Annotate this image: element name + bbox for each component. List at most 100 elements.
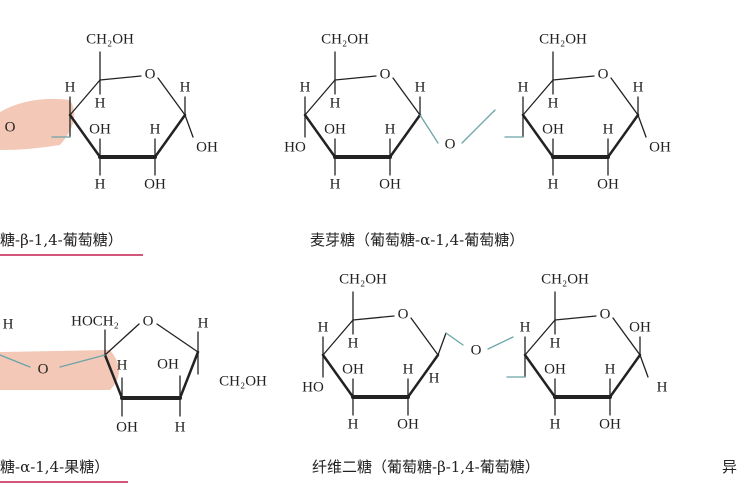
atom-label-o: O xyxy=(600,306,611,322)
bond xyxy=(554,315,597,321)
bond xyxy=(178,350,200,400)
atom-label-o: O xyxy=(445,136,456,152)
caption-underline xyxy=(0,254,143,256)
atom-label-oh: OH xyxy=(544,361,566,377)
bond xyxy=(552,75,595,81)
atom-label-o: O xyxy=(5,119,16,135)
atom-label-h: H xyxy=(117,357,128,373)
atom-label-ch2oh: CH₂OH xyxy=(86,31,134,47)
atom-label-o: O xyxy=(145,66,156,82)
bond xyxy=(419,114,439,144)
bond xyxy=(69,79,101,116)
atom-label-h: H xyxy=(605,361,616,377)
bond xyxy=(437,332,447,356)
atom-label-h: H xyxy=(415,79,426,95)
bond xyxy=(303,113,337,159)
atom-label-h: H xyxy=(348,416,359,432)
atom-label-oh: OH xyxy=(196,139,218,155)
bond xyxy=(156,323,199,353)
atom-label-ch2oh: CH₂OH xyxy=(541,271,589,287)
caption-underline xyxy=(0,481,128,483)
atom-label-oh: OH xyxy=(379,176,401,192)
bond xyxy=(153,113,187,159)
bond xyxy=(639,354,649,378)
bond xyxy=(59,354,106,368)
atom-label-h: H xyxy=(548,176,559,192)
atom-label-ho: HO xyxy=(302,379,324,395)
caption-top-left: 糖-β-1,4-葡萄糖） xyxy=(0,231,123,249)
atom-label-ch2oh: CH₂OH xyxy=(219,373,267,389)
atom-label-oh: OH xyxy=(157,356,179,372)
bond xyxy=(522,79,554,116)
atom-label-h: H xyxy=(330,176,341,192)
bond xyxy=(322,319,354,356)
atom-label-ho: HO xyxy=(284,139,306,155)
bond xyxy=(521,113,555,159)
atom-label-h: H xyxy=(180,79,191,95)
bond xyxy=(410,317,439,356)
atom-label-h: H xyxy=(385,121,396,137)
atom-label-h: H xyxy=(603,121,614,137)
bond xyxy=(523,353,557,399)
atom-label-ch2oh: CH₂OH xyxy=(339,271,387,287)
bond xyxy=(0,354,31,368)
caption-cellobiose: 纤维二糖（葡萄糖-β-1,4-葡萄糖） xyxy=(312,458,540,476)
atom-label-h: H xyxy=(3,316,14,332)
bond xyxy=(68,113,102,159)
atom-label-o: O xyxy=(380,66,391,82)
bond xyxy=(184,114,194,138)
atom-label-o: O xyxy=(38,361,49,377)
atom-label-o: O xyxy=(598,66,609,82)
bond xyxy=(334,75,377,81)
bond xyxy=(104,323,140,356)
atom-label-h: H xyxy=(198,315,209,331)
atom-label-o: O xyxy=(143,313,154,329)
atom-label-h: H xyxy=(330,95,341,111)
bond xyxy=(99,75,142,81)
bond xyxy=(608,353,642,399)
bond xyxy=(304,79,336,116)
atom-label-h: H xyxy=(95,176,106,192)
bond xyxy=(461,109,496,144)
atom-label-h: H xyxy=(300,79,311,95)
atom-label-h: H xyxy=(65,79,76,95)
bond xyxy=(392,77,421,116)
bond xyxy=(388,113,422,159)
caption-bottom-right: 异 xyxy=(722,458,738,476)
atom-label-oh: OH xyxy=(324,121,346,137)
atom-label-ch2oh: CH₂OH xyxy=(321,31,369,47)
atom-label-h: H xyxy=(95,95,106,111)
atom-label-oh: OH xyxy=(629,319,651,335)
bond xyxy=(612,317,641,356)
bond xyxy=(637,114,647,138)
atom-label-h: H xyxy=(550,335,561,351)
atom-label-oh: OH xyxy=(599,416,621,432)
atom-label-o: O xyxy=(398,306,409,322)
atom-label-oh: OH xyxy=(116,419,138,435)
atom-label-oh: OH xyxy=(542,121,564,137)
atom-label-h: H xyxy=(348,335,359,351)
bond xyxy=(157,77,186,116)
bond xyxy=(524,319,556,356)
atom-label-h: H xyxy=(175,419,186,435)
bond xyxy=(445,332,464,346)
atom-label-hoch2: HOCH₂ xyxy=(71,313,119,329)
atom-label-h: H xyxy=(550,416,561,432)
highlight-linkage xyxy=(0,350,119,390)
atom-label-oh: OH xyxy=(397,416,419,432)
atom-label-oh: OH xyxy=(342,361,364,377)
atom-label-h: H xyxy=(318,319,329,335)
bond xyxy=(606,113,640,159)
atom-label-h: H xyxy=(520,319,531,335)
atom-label-oh: OH xyxy=(649,139,671,155)
atom-label-h: H xyxy=(518,79,529,95)
bond xyxy=(487,336,514,350)
caption-maltose: 麦芽糖（葡萄糖-α-1,4-葡萄糖） xyxy=(310,231,525,249)
atom-label-h: H xyxy=(657,379,668,395)
atom-label-o: O xyxy=(471,342,482,358)
bond xyxy=(610,77,639,116)
atom-label-h: H xyxy=(429,370,440,386)
bond xyxy=(406,353,440,399)
